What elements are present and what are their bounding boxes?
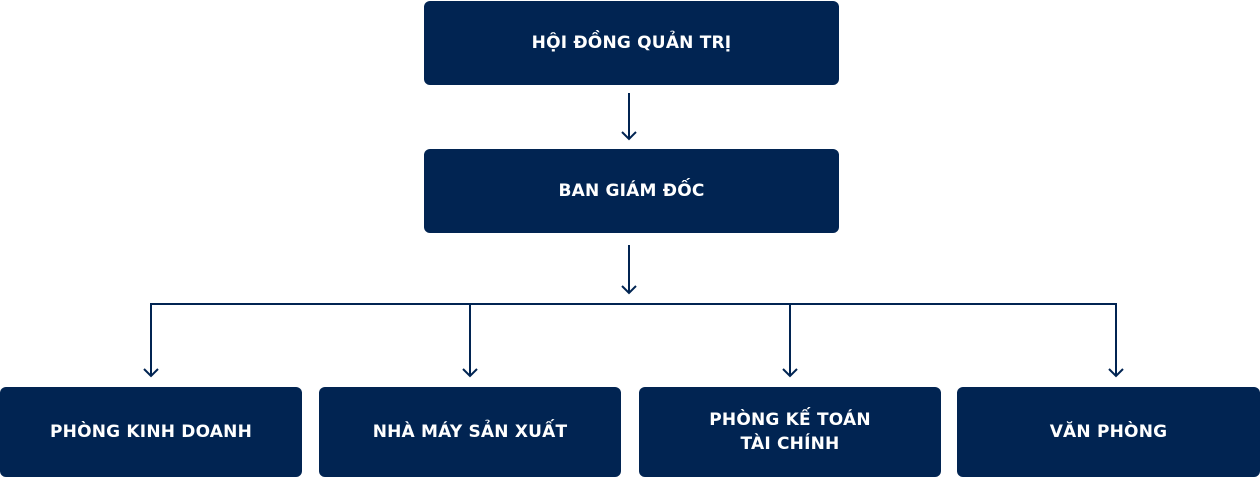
arrow-to-factory: [462, 304, 478, 378]
node-office: VĂN PHÒNG: [957, 387, 1260, 477]
node-label: PHÒNG KẾ TOÁN TÀI CHÍNH: [709, 410, 871, 454]
node-label: PHÒNG KINH DOANH: [49, 422, 253, 442]
node-sales-department: PHÒNG KINH DOANH: [0, 387, 302, 477]
node-label: VĂN PHÒNG: [1049, 422, 1168, 442]
node-label: NHÀ MÁY SẢN XUẤT: [372, 422, 568, 442]
arrow-board-to-management: [621, 93, 637, 141]
node-board-of-directors: HỘI ĐỒNG QUẢN TRỊ: [424, 1, 839, 85]
node-accounting-department: PHÒNG KẾ TOÁN TÀI CHÍNH: [639, 387, 941, 477]
node-label: HỘI ĐỒNG QUẢN TRỊ: [531, 33, 732, 53]
arrow-to-office: [1108, 304, 1124, 378]
arrow-to-sales: [143, 304, 159, 378]
arrow-to-accounting: [782, 304, 798, 378]
node-label: BAN GIÁM ĐỐC: [558, 181, 705, 201]
node-management: BAN GIÁM ĐỐC: [424, 149, 839, 233]
node-production-factory: NHÀ MÁY SẢN XUẤT: [319, 387, 621, 477]
arrow-management-to-departments: [621, 245, 637, 295]
